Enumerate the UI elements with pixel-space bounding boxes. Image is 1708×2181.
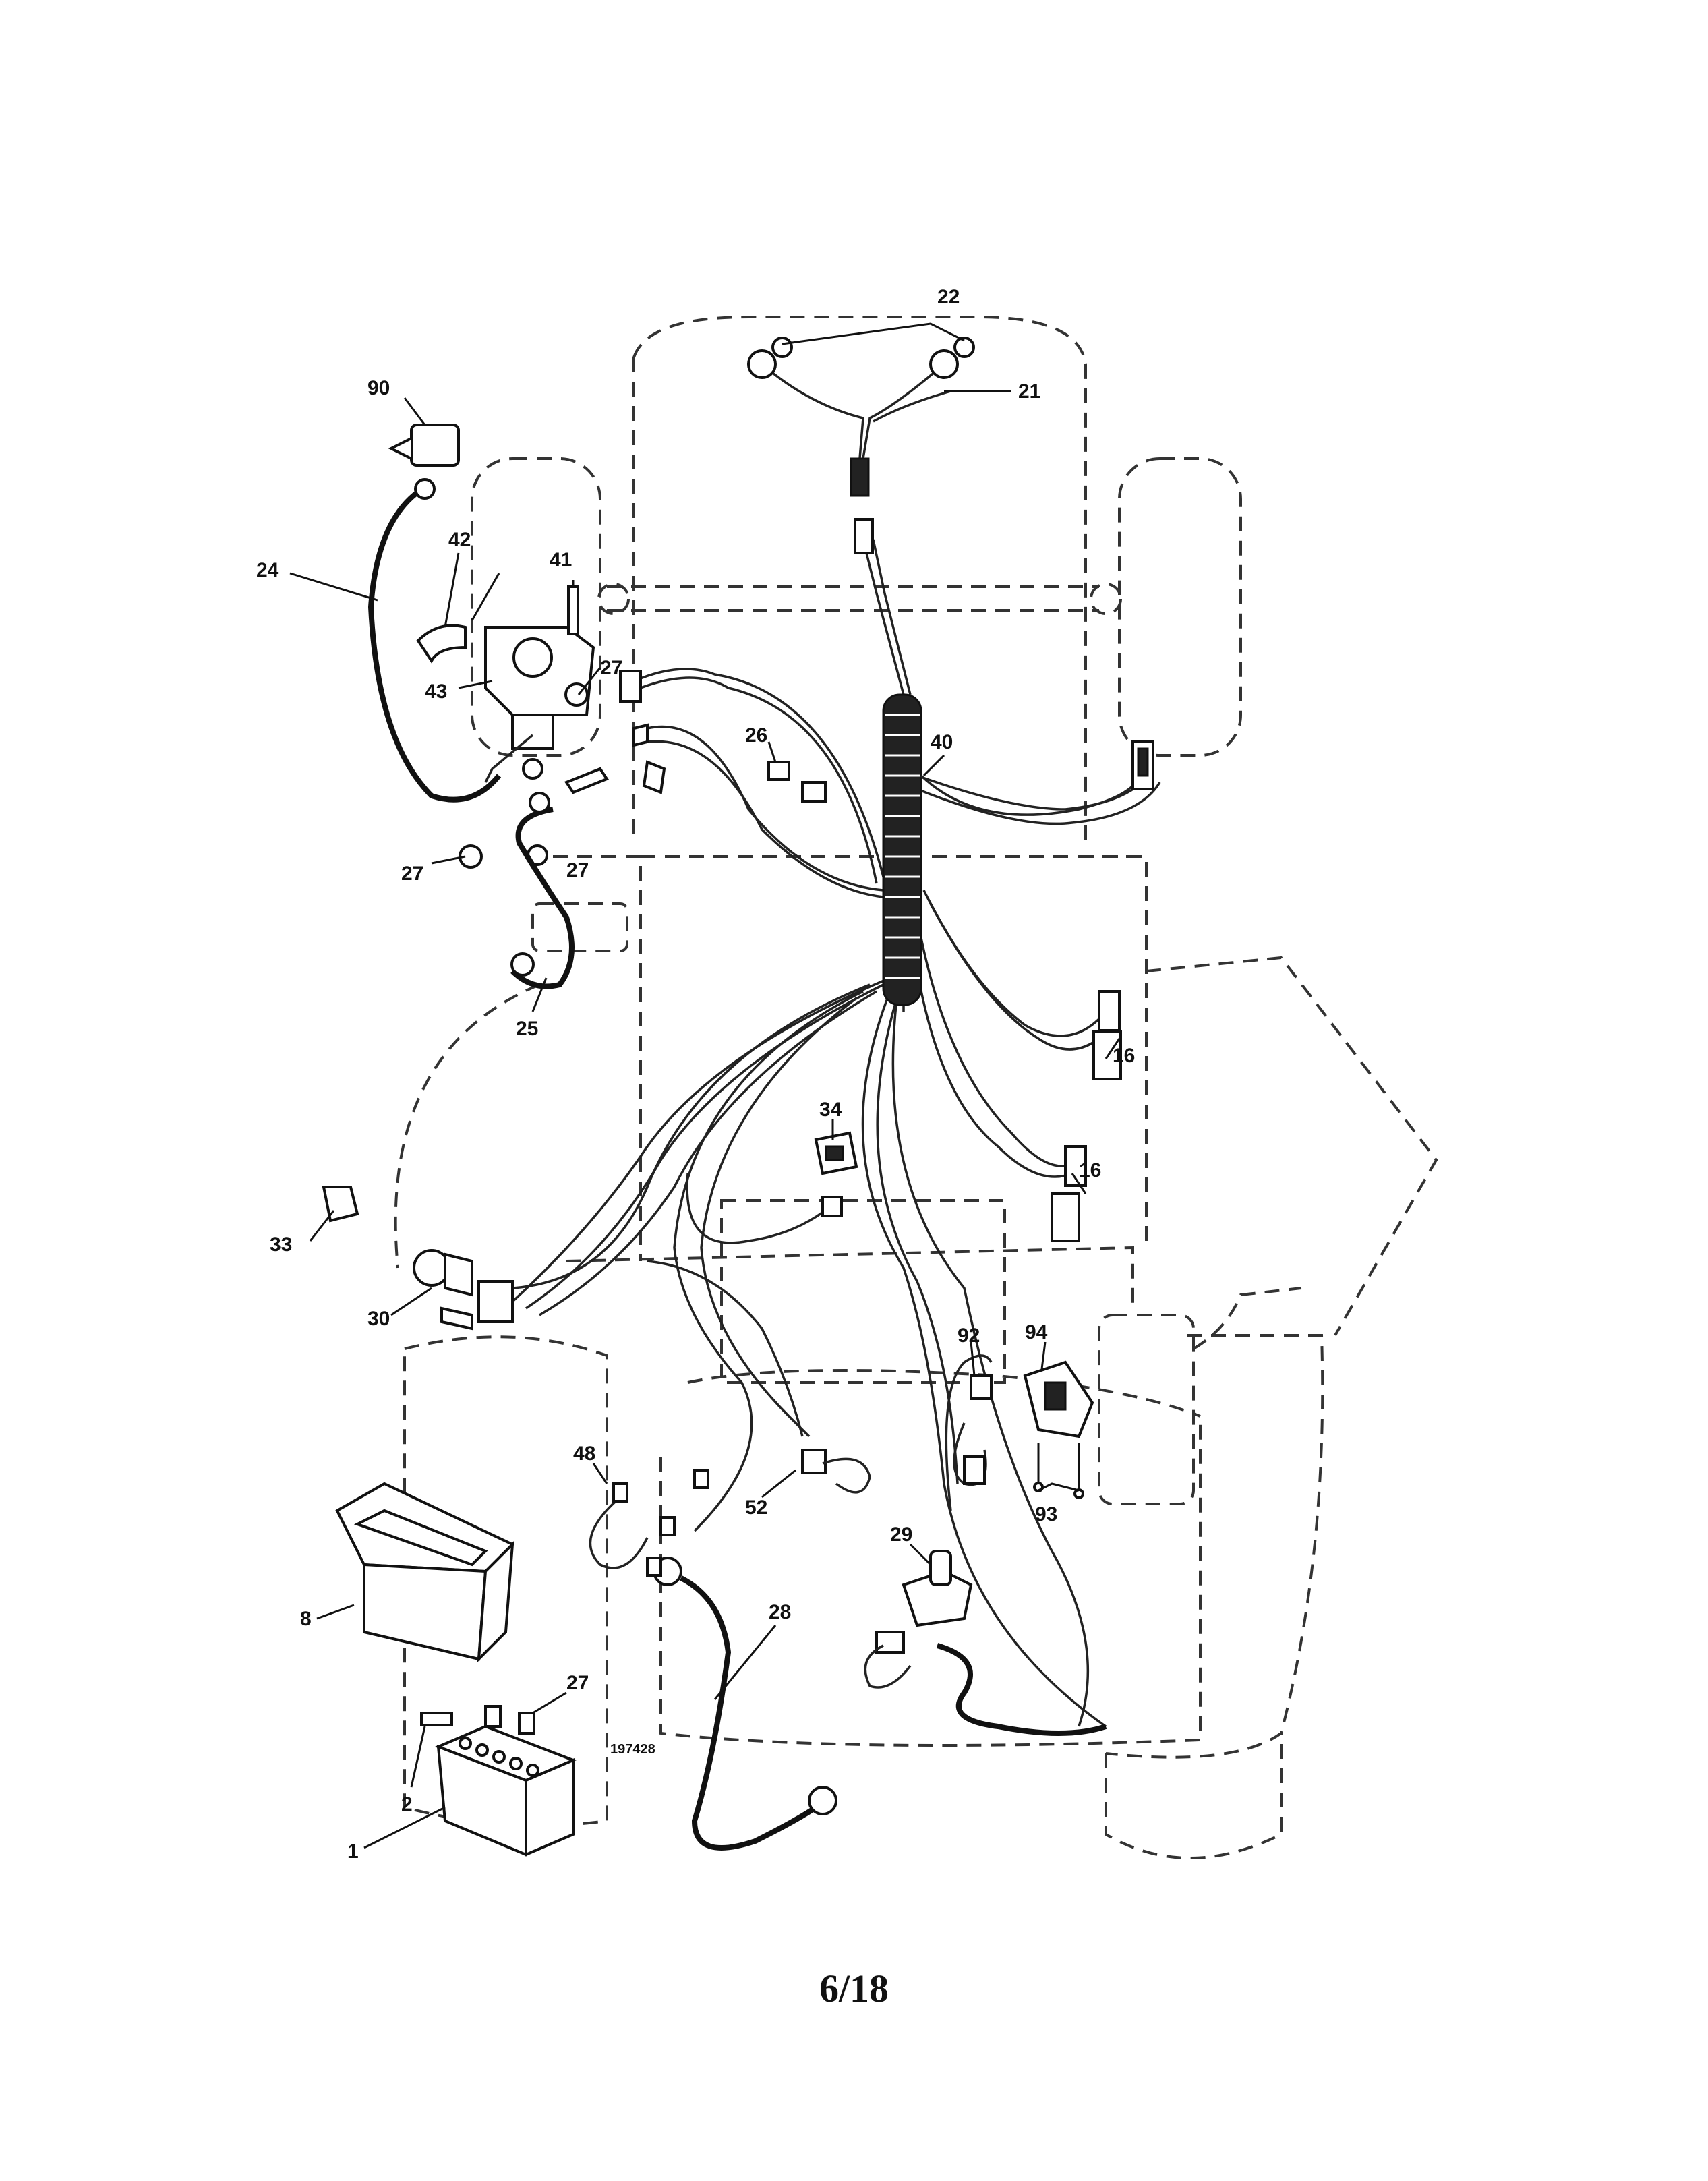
main-wiring-harness xyxy=(511,539,1161,1728)
callout-34: 34 xyxy=(819,1099,842,1121)
callout-leaders xyxy=(289,397,1121,1849)
callout-27a: 27 xyxy=(600,657,622,679)
starter-solenoid-assembly xyxy=(367,424,666,989)
callout-94: 94 xyxy=(1025,1321,1048,1343)
callout-40: 40 xyxy=(931,731,953,753)
battery-cable xyxy=(653,1557,837,1851)
callout-24: 24 xyxy=(256,559,279,581)
callout-22: 22 xyxy=(937,286,960,308)
callout-29: 29 xyxy=(890,1523,912,1546)
callout-41: 41 xyxy=(550,549,572,571)
callout-16a: 16 xyxy=(1113,1045,1135,1067)
ignition-switch xyxy=(322,1186,514,1331)
pto-switch xyxy=(864,1550,1107,1736)
seat-switch-connector xyxy=(920,740,1154,816)
callout-43: 43 xyxy=(425,680,447,703)
callout-48: 48 xyxy=(573,1443,595,1465)
harness-conduit-coil xyxy=(882,693,922,1006)
callout-1: 1 xyxy=(347,1840,359,1863)
battery-tray xyxy=(335,1482,515,1663)
battery xyxy=(420,1705,577,1857)
callout-8: 8 xyxy=(300,1608,312,1630)
callout-90: 90 xyxy=(367,377,390,399)
callout-labels: 90 22 21 24 42 41 43 27 40 26 27 27 25 1… xyxy=(256,286,1135,1863)
callout-21: 21 xyxy=(1018,380,1040,403)
callout-52: 52 xyxy=(745,1496,767,1519)
fuse-holder xyxy=(767,761,827,803)
safety-switch-assembly xyxy=(963,1360,1094,1499)
callout-27b: 27 xyxy=(401,863,423,885)
switch-34 xyxy=(814,1131,858,1217)
callout-26: 26 xyxy=(745,724,767,747)
callout-92: 92 xyxy=(958,1325,980,1347)
callout-27c: 27 xyxy=(566,859,589,881)
tractor-outline xyxy=(394,316,1438,1859)
callout-33: 33 xyxy=(270,1233,292,1256)
headlight-bulbs xyxy=(589,1449,871,1577)
figure-code: 197428 xyxy=(610,1742,655,1757)
callout-25: 25 xyxy=(516,1018,538,1040)
callout-30: 30 xyxy=(367,1308,390,1330)
callout-93: 93 xyxy=(1035,1503,1057,1525)
callout-2: 2 xyxy=(401,1793,413,1815)
headlight-assembly xyxy=(747,322,1011,554)
callout-27d: 27 xyxy=(566,1672,589,1694)
callout-28: 28 xyxy=(769,1601,791,1623)
page-number: 6/18 xyxy=(819,1967,889,2010)
callout-16b: 16 xyxy=(1079,1159,1101,1182)
callout-42: 42 xyxy=(448,529,471,551)
